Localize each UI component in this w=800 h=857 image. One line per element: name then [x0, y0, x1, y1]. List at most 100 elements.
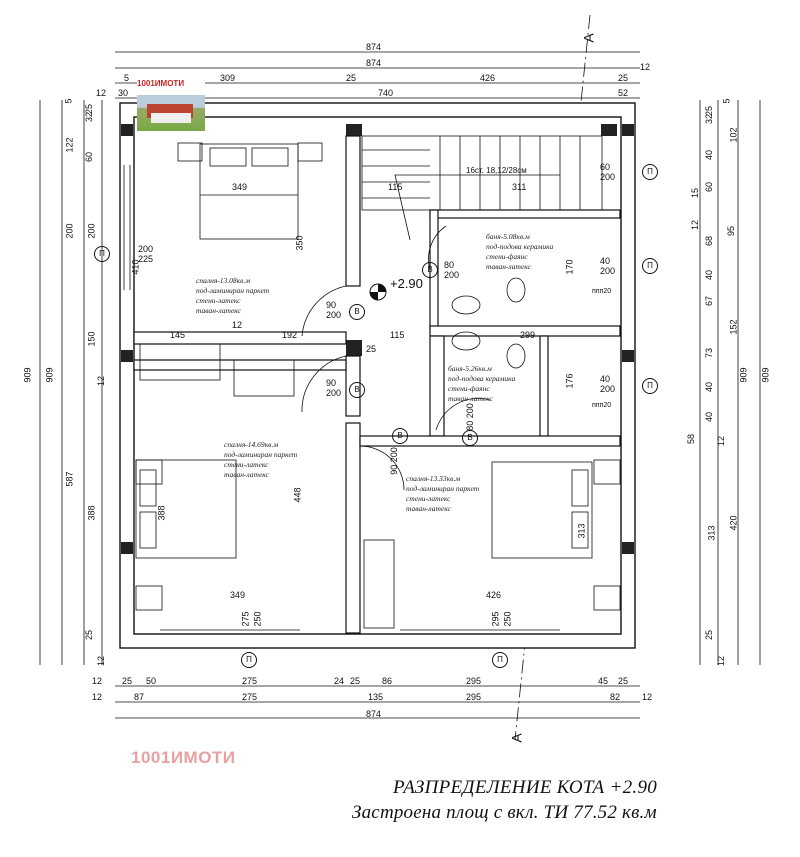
dim-bottom: 295 [466, 692, 482, 702]
level-label: +2.90 [390, 276, 423, 291]
door-tag-bubble: B [349, 382, 365, 398]
dim-right: 420 [728, 515, 739, 531]
dim-right: 67 [704, 295, 715, 307]
dim-right: 12 [716, 435, 727, 447]
inner-dim: 12 [232, 320, 243, 330]
dim-right-mid: 909 [738, 367, 749, 383]
dim-right: 15 [690, 187, 701, 199]
section-mark-top: A [580, 33, 597, 43]
dim-left: 122 [64, 137, 75, 153]
inner-dim: 192 [282, 330, 298, 340]
window-tag-bubble: П [642, 258, 658, 274]
door-tag-bubble: B [392, 428, 408, 444]
inner-dim: 250 [502, 611, 513, 627]
dim-bottom: 12 [642, 692, 653, 702]
dim-left: 60 [84, 151, 95, 163]
dim-bottom: 275 [242, 692, 258, 702]
dim-overall-top-2: 874 [366, 58, 382, 68]
dim-right: 32 [704, 113, 715, 125]
inner-dim: 295 [490, 611, 501, 627]
dim-bottom: 135 [368, 692, 384, 702]
dim-bottom: 295 [466, 676, 482, 686]
dim-bottom: 25 [122, 676, 133, 686]
dim-left: 32 [84, 111, 95, 123]
dim-right: 73 [704, 347, 715, 359]
dim-right: 102 [728, 127, 739, 143]
inner-dim: 426 [486, 590, 502, 600]
door-tag-bubble: B [422, 262, 438, 278]
window-tag-bubble: П [241, 652, 257, 668]
dim-bottom: 45 [598, 676, 609, 686]
door-size: 80 200 [464, 403, 475, 431]
dim-bottom: 24 [334, 676, 345, 686]
door-tag-bubble: B [462, 430, 478, 446]
dim-left: 388 [86, 505, 97, 521]
window-tag-bubble: П [492, 652, 508, 668]
dim-bottom: 50 [146, 676, 157, 686]
plan-title: РАЗПРЕДЕЛЕНИЕ КОТА +2.90 [393, 777, 658, 798]
dim-right: 152 [728, 319, 739, 335]
section-mark-bottom: A [508, 733, 525, 743]
dim-top: 30 [118, 88, 129, 98]
dim-left: 5 [63, 98, 74, 104]
dim-bottom: 86 [382, 676, 393, 686]
dim-left-mid: 909 [44, 367, 55, 383]
inner-dim: 448 [292, 487, 303, 503]
dim-top: 426 [480, 73, 496, 83]
dim-right: 313 [706, 525, 717, 541]
dim-bottom: 275 [242, 676, 258, 686]
house-photo-icon [137, 95, 205, 131]
dim-right: 40 [704, 149, 715, 161]
dim-right: 95 [726, 225, 737, 237]
inner-dim: ппп20 [592, 402, 612, 409]
inner-dim: 145 [170, 330, 186, 340]
inner-dim: 115 [390, 330, 405, 340]
dim-bottom: 12 [92, 676, 103, 686]
dim-left: 12 [96, 655, 107, 667]
dim-left: 25 [84, 629, 95, 641]
dim-left-outer: 909 [22, 367, 33, 383]
door-size: 90 200 [388, 447, 399, 475]
plan-subtitle: Застроена площ с вкл. ТИ 77.52 кв.м [352, 802, 657, 823]
dim-left: 150 [86, 331, 97, 347]
watermark-text: 1001ИМОТИ [131, 748, 236, 767]
dim-bottom: 25 [350, 676, 361, 686]
inner-dim: 170 [564, 259, 575, 275]
dim-right: 60 [704, 181, 715, 193]
dim-overall-bottom: 874 [366, 709, 382, 719]
inner-dim: 115 [388, 182, 403, 192]
inner-dim: 349 [230, 590, 246, 600]
inner-dim: 250 [252, 611, 263, 627]
door-tag-bubble: B [349, 304, 365, 320]
dim-right: 40 [704, 269, 715, 281]
dim-overall-top-1: 874 [366, 42, 382, 52]
dim-right: 40 [704, 381, 715, 393]
inner-dim: 350 [294, 235, 305, 251]
dim-left: 12 [96, 375, 107, 387]
inner-dim: 299 [520, 330, 536, 340]
dim-top: 25 [346, 73, 357, 83]
dim-top: 309 [220, 73, 236, 83]
dim-top: 740 [378, 88, 394, 98]
dim-left: 200 [86, 223, 97, 239]
dim-right: 5 [721, 98, 732, 104]
inner-dim: 25 [366, 344, 377, 354]
dim-right: 25 [704, 629, 715, 641]
dim-right: 68 [704, 235, 715, 247]
dim-top: 12 [640, 62, 651, 72]
dim-bottom: 12 [92, 692, 103, 702]
dim-top: 25 [618, 73, 629, 83]
dim-bottom: 87 [134, 692, 145, 702]
dim-right: 58 [686, 433, 697, 445]
